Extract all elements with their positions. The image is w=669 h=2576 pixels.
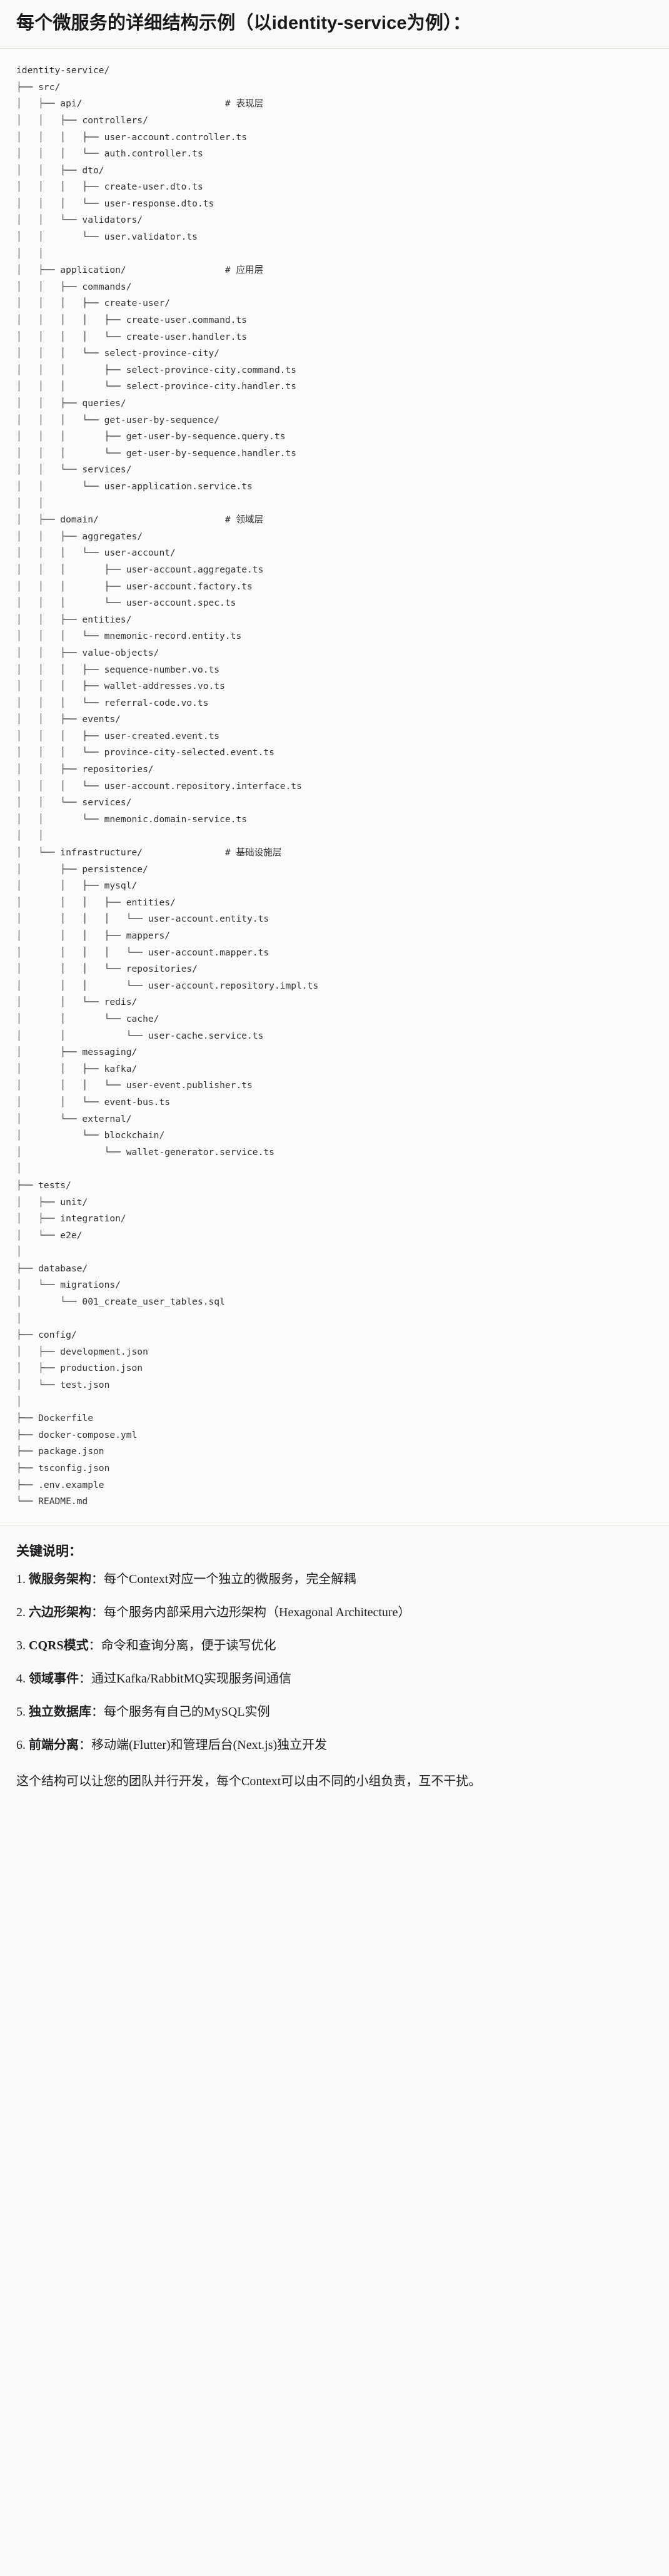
document-page: 每个微服务的详细结构示例（以identity-service为例）： ident… bbox=[0, 0, 669, 1813]
page-title: 每个微服务的详细结构示例（以identity-service为例）： bbox=[16, 13, 471, 33]
key-note-separator: ： bbox=[91, 1605, 104, 1619]
key-note-item: 领域事件：通过Kafka/RabbitMQ实现服务间通信 bbox=[16, 1669, 653, 1689]
key-note-description: 命令和查询分离，便于读写优化 bbox=[101, 1638, 276, 1652]
key-notes-section: 关键说明： 微服务架构：每个Context对应一个独立的微服务，完全解耦六边形架… bbox=[0, 1526, 669, 1801]
key-notes-title: 关键说明： bbox=[16, 1544, 82, 1559]
key-note-term: 微服务架构 bbox=[29, 1572, 91, 1586]
key-note-term: CQRS模式 bbox=[29, 1638, 89, 1652]
key-note-item: CQRS模式：命令和查询分离，便于读写优化 bbox=[16, 1636, 653, 1656]
key-note-description: 移动端(Flutter)和管理后台(Next.js)独立开发 bbox=[91, 1738, 328, 1752]
key-note-term: 六边形架构 bbox=[29, 1605, 91, 1619]
directory-tree: identity-service/ ├── src/ │ ├── api/ # … bbox=[16, 65, 319, 1507]
key-note-description: 每个服务有自己的MySQL实例 bbox=[104, 1704, 270, 1719]
key-note-item: 六边形架构：每个服务内部采用六边形架构（Hexagonal Architectu… bbox=[16, 1603, 653, 1622]
tree-divider bbox=[0, 1525, 669, 1526]
key-note-term: 领域事件 bbox=[29, 1671, 79, 1686]
directory-tree-block: identity-service/ ├── src/ │ ├── api/ # … bbox=[0, 49, 669, 1525]
key-note-separator: ： bbox=[91, 1572, 104, 1586]
key-note-term: 独立数据库 bbox=[29, 1704, 91, 1719]
key-note-separator: ： bbox=[91, 1704, 104, 1719]
key-note-separator: ： bbox=[79, 1671, 91, 1686]
title-divider bbox=[0, 48, 669, 49]
key-note-separator: ： bbox=[88, 1638, 101, 1652]
key-note-description: 通过Kafka/RabbitMQ实现服务间通信 bbox=[91, 1671, 291, 1686]
key-note-term: 前端分离 bbox=[29, 1738, 79, 1752]
key-note-separator: ： bbox=[79, 1738, 91, 1752]
key-note-description: 每个服务内部采用六边形架构（Hexagonal Architecture） bbox=[104, 1605, 411, 1619]
key-note-item: 独立数据库：每个服务有自己的MySQL实例 bbox=[16, 1703, 653, 1722]
closing-paragraph: 这个结构可以让您的团队并行开发，每个Context可以由不同的小组负责，互不干扰… bbox=[16, 1774, 481, 1788]
key-note-item: 微服务架构：每个Context对应一个独立的微服务，完全解耦 bbox=[16, 1570, 653, 1589]
key-notes-list: 微服务架构：每个Context对应一个独立的微服务，完全解耦六边形架构：每个服务… bbox=[16, 1570, 653, 1755]
key-note-item: 前端分离：移动端(Flutter)和管理后台(Next.js)独立开发 bbox=[16, 1736, 653, 1755]
key-note-description: 每个Context对应一个独立的微服务，完全解耦 bbox=[104, 1572, 356, 1586]
